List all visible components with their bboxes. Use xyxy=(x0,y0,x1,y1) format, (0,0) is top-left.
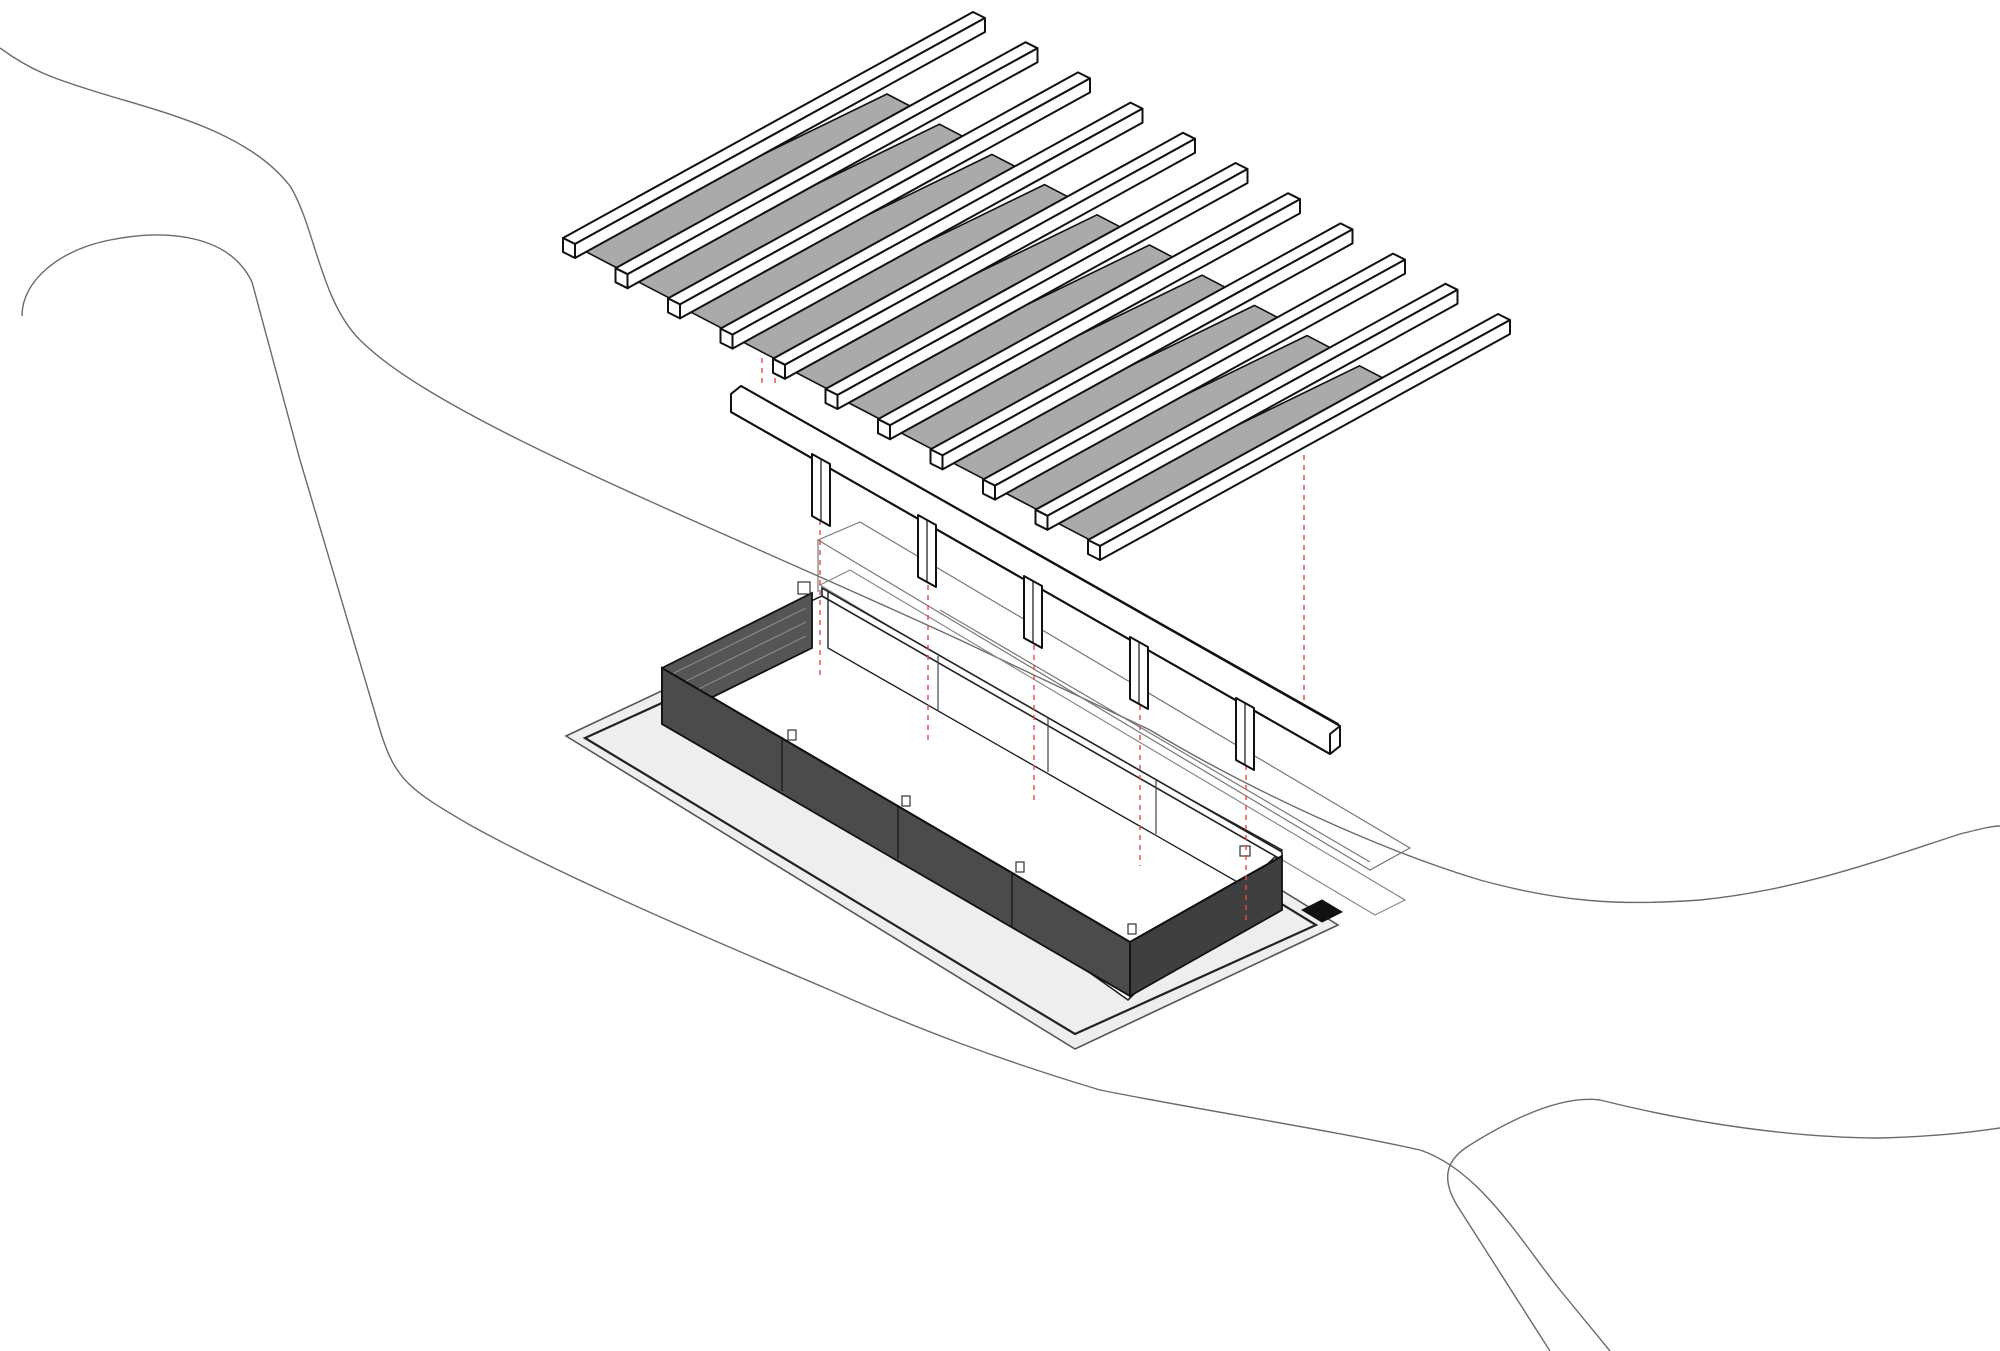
ghost-outline xyxy=(816,521,1412,871)
ghost-line-2 xyxy=(939,609,1371,863)
wall-front-panel-joints xyxy=(781,737,1013,926)
roof-joist-end xyxy=(719,327,734,350)
roof-joist-end xyxy=(614,267,629,290)
bracket-1 xyxy=(787,729,797,741)
terrain-line-lower xyxy=(1446,1098,2000,1351)
roof-joist-end xyxy=(1034,508,1049,531)
bracket-2 xyxy=(901,795,911,807)
wall-top-edge xyxy=(661,667,1283,944)
drain-grate xyxy=(1300,899,1344,923)
posts xyxy=(811,453,1255,771)
bracket-6 xyxy=(797,581,811,595)
roof-joist-end xyxy=(982,478,996,501)
bracket-5 xyxy=(1239,845,1251,857)
wall-brackets xyxy=(787,581,1251,935)
alignment-guides xyxy=(761,348,1305,925)
ghost-frame xyxy=(816,521,1412,871)
roof-joist-end xyxy=(562,237,576,259)
terrain-line-upper xyxy=(0,47,2000,904)
roof-joist-end xyxy=(667,297,681,320)
bracket-4 xyxy=(1127,923,1137,935)
roof-joist-end xyxy=(1087,539,1101,561)
wall-enclosure xyxy=(660,581,1284,1002)
roof-joist-end xyxy=(824,388,839,410)
beam-and-posts xyxy=(730,385,1341,771)
mullion-lines xyxy=(937,656,1157,834)
roof-assembly xyxy=(562,11,1511,561)
terrain-line-middle xyxy=(21,234,1611,1351)
bracket-3 xyxy=(1015,861,1025,873)
roof-joist-end xyxy=(877,418,891,441)
main-beam-side xyxy=(1329,725,1341,755)
roof-joist-end xyxy=(772,357,786,380)
terrain-contours xyxy=(0,47,2000,1351)
roof-joist-end xyxy=(929,448,944,471)
